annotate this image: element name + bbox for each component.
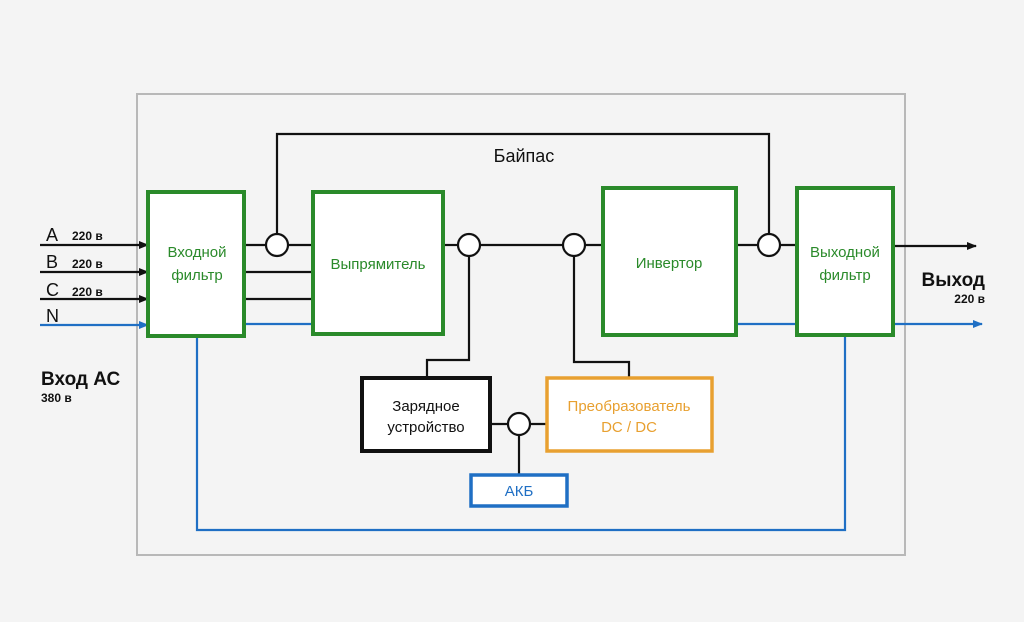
input-filter-label-line2: фильтр <box>171 267 222 284</box>
phase-c-voltage: 220 в <box>72 285 103 299</box>
charger-label-line2: устройство <box>387 419 464 436</box>
dc-bus-to-dcdc-wire <box>572 256 631 378</box>
phase-a-voltage: 220 в <box>72 229 103 243</box>
output-filter-label-line2: фильтр <box>819 267 870 284</box>
rectifier-label: Выпрямитель <box>330 256 425 273</box>
dc-bus-node-dcdc <box>561 232 587 258</box>
phase-c-label: C <box>46 280 59 300</box>
input-filter-label-line1: Входной <box>168 244 227 261</box>
battery-label: АКБ <box>505 483 534 500</box>
charger-label-line1: Зарядное <box>392 398 459 415</box>
dcdc-label-line1: Преобразователь <box>568 398 691 415</box>
battery-block <box>469 473 569 508</box>
battery-node <box>506 411 532 437</box>
output-voltage: 220 в <box>954 292 985 306</box>
dcdc-block <box>545 376 714 453</box>
input-voltage: 380 в <box>41 391 72 405</box>
bypass-input-node <box>264 232 290 258</box>
output-filter-block <box>795 186 895 337</box>
inverter-block <box>601 186 738 337</box>
bypass-output-node <box>756 232 782 258</box>
phase-a-label: A <box>46 225 58 245</box>
bypass-label: Байпас <box>494 146 555 166</box>
rectifier-block <box>311 190 445 336</box>
dc-bus-node-charger <box>456 232 482 258</box>
input-title: Вход АС <box>41 369 121 390</box>
output-title: Выход <box>922 270 985 291</box>
bypass-line <box>275 132 771 234</box>
neutral-return-line <box>195 336 847 532</box>
charger-block <box>360 376 492 453</box>
dcdc-label-line2: DC / DC <box>601 419 657 436</box>
output-filter-label-line1: Выходной <box>810 244 880 261</box>
neutral-label: N <box>46 306 59 326</box>
phase-b-label: B <box>46 252 58 272</box>
dc-bus-to-charger-wire <box>425 256 471 378</box>
input-filter-block <box>146 190 246 338</box>
inverter-label: Инвертор <box>636 255 703 272</box>
phase-b-voltage: 220 в <box>72 257 103 271</box>
